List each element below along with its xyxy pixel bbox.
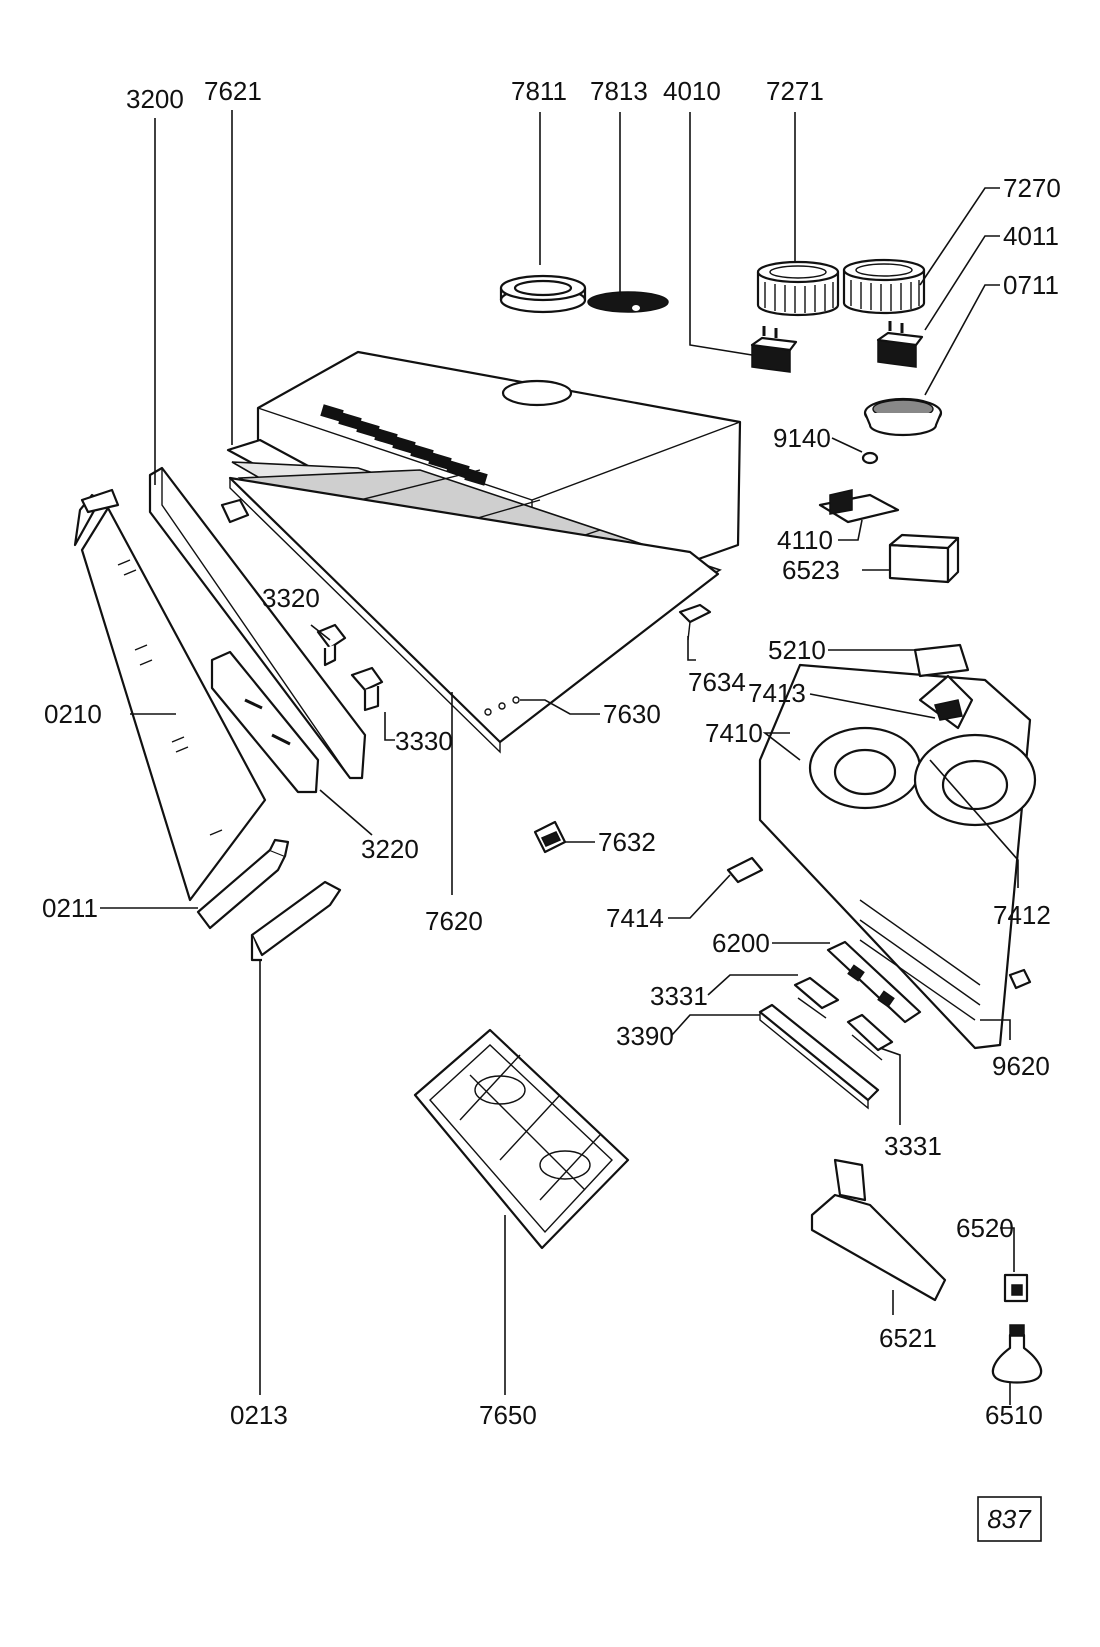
- label-7621: 7621: [204, 76, 262, 106]
- part-4010-capacitor: [750, 326, 798, 373]
- label-6521: 6521: [879, 1323, 937, 1353]
- label-3330: 3330: [395, 726, 453, 756]
- label-7620: 7620: [425, 906, 483, 936]
- label-3331-lower: 3331: [884, 1131, 942, 1161]
- part-6523-box: [888, 533, 960, 584]
- label-3331-upper: 3331: [650, 981, 708, 1011]
- part-0711-basket: [863, 397, 943, 437]
- part-7811-collar: [499, 274, 587, 314]
- part-0210-glass-panel: [73, 488, 267, 902]
- label-7813: 7813: [590, 76, 648, 106]
- label-7414: 7414: [606, 903, 664, 933]
- part-7270-carbon-filter: [842, 258, 926, 315]
- part-small-cube: [1008, 968, 1032, 990]
- label-7412: 7412: [993, 900, 1051, 930]
- label-7811: 7811: [511, 76, 567, 106]
- label-7650: 7650: [479, 1400, 537, 1430]
- part-4110-transformer: [818, 489, 900, 524]
- label-4011: 4011: [1003, 221, 1059, 251]
- label-7270: 7270: [1003, 173, 1061, 203]
- label-3390: 3390: [616, 1021, 674, 1051]
- part-0213-bracket: [250, 880, 342, 962]
- part-3200-trim-strip: [148, 466, 367, 780]
- label-5210: 5210: [768, 635, 826, 665]
- part-7813-filter-disc: [587, 291, 669, 313]
- part-3220-control-insert: [210, 650, 320, 794]
- label-7271: 7271: [766, 76, 824, 106]
- label-6520: 6520: [956, 1213, 1014, 1243]
- part-7632-clip: [533, 820, 567, 854]
- part-5210-block: [913, 643, 970, 678]
- part-3331-connector-upper: [793, 976, 840, 1019]
- part-3390-holder-strip: [758, 1003, 880, 1110]
- label-0213: 0213: [230, 1400, 288, 1430]
- part-7630-bottom-panel: [228, 476, 720, 754]
- label-3320: 3320: [262, 583, 320, 613]
- label-9620: 9620: [992, 1051, 1050, 1081]
- label-6510: 6510: [985, 1400, 1043, 1430]
- page-number: 837: [987, 1504, 1032, 1534]
- part-9140-knob: [861, 451, 879, 465]
- part-6510-bulb: [991, 1324, 1043, 1384]
- label-4010: 4010: [663, 76, 721, 106]
- part-3330-switch: [350, 666, 384, 712]
- label-7630: 7630: [603, 699, 661, 729]
- label-0711: 0711: [1003, 270, 1059, 300]
- part-7634-clip: [678, 603, 712, 641]
- label-6523: 6523: [782, 555, 840, 585]
- label-6200: 6200: [712, 928, 770, 958]
- label-9140: 9140: [773, 423, 831, 453]
- part-7271-carbon-filter: [756, 260, 840, 317]
- label-7632: 7632: [598, 827, 656, 857]
- page-number-box: 837: [977, 1496, 1042, 1542]
- part-3331-connector-lower: [846, 1013, 894, 1061]
- part-6521-lamp-holder: [810, 1158, 947, 1302]
- part-7410-motor-housing: [758, 663, 1037, 1050]
- part-7414-pad: [726, 856, 764, 884]
- label-3200: 3200: [126, 84, 184, 114]
- leader-lines: [100, 110, 1019, 1405]
- part-bracket: [220, 498, 250, 524]
- part-6200-circuit-board: [826, 940, 922, 1024]
- label-0210: 0210: [44, 699, 102, 729]
- label-7413: 7413: [748, 678, 806, 708]
- part-6520-socket: [1003, 1273, 1029, 1303]
- label-3220: 3220: [361, 834, 419, 864]
- part-4011-capacitor: [876, 321, 924, 368]
- label-0211: 0211: [42, 893, 98, 923]
- part-labels: 3200 7621 7811 7813 4010 7271 7270 4011 …: [42, 76, 1061, 1430]
- part-3320-switch: [316, 623, 347, 667]
- label-7634: 7634: [688, 667, 746, 697]
- label-4110: 4110: [777, 525, 833, 555]
- label-7410: 7410: [705, 718, 763, 748]
- part-0211-rail: [196, 838, 290, 930]
- part-7650-tray: [413, 1028, 630, 1250]
